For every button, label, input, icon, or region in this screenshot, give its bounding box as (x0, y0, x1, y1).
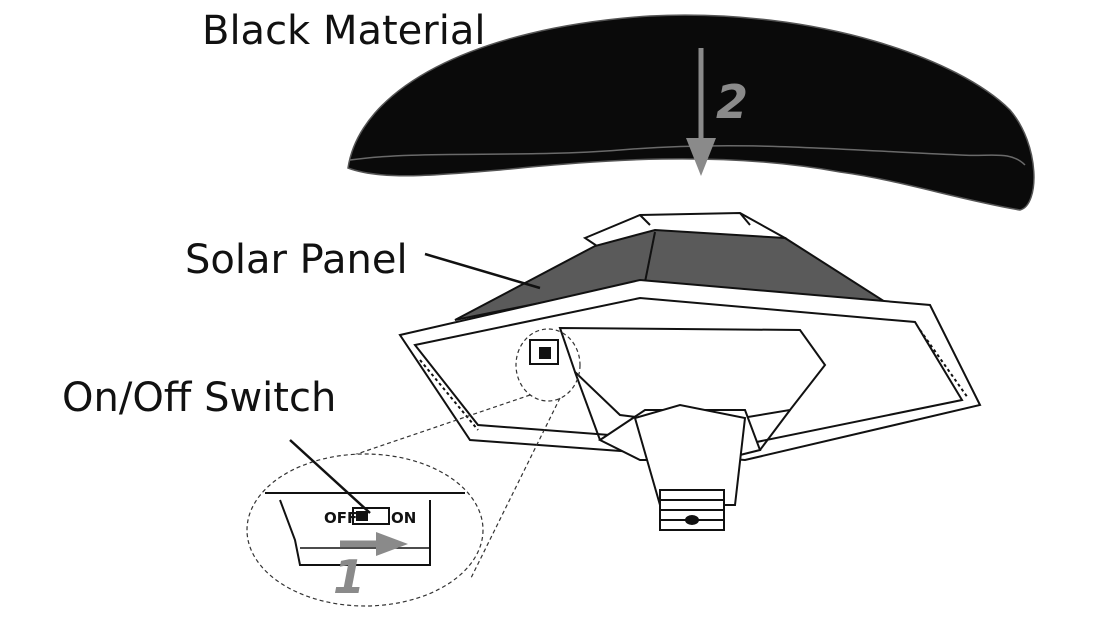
step1-number: 1 (333, 550, 365, 604)
step2-number: 2 (716, 75, 748, 129)
black-material-cover (347, 14, 1035, 211)
callout-line-left (309, 394, 531, 471)
label-solar-panel: Solar Panel (185, 237, 408, 283)
switch-detail-zoom: OFF ON (246, 453, 484, 607)
switch-leader (289, 439, 371, 514)
switch-off-label: OFF (324, 509, 357, 527)
label-on-off-switch: On/Off Switch (62, 375, 336, 421)
solar-light-body (398, 211, 982, 531)
callout-line-right (469, 397, 561, 581)
switch-callout-circle (515, 328, 581, 402)
step2-arrow (686, 48, 716, 176)
solar-panel-leader (424, 252, 541, 290)
label-black-material: Black Material (202, 8, 485, 54)
switch-on-label: ON (391, 509, 416, 527)
